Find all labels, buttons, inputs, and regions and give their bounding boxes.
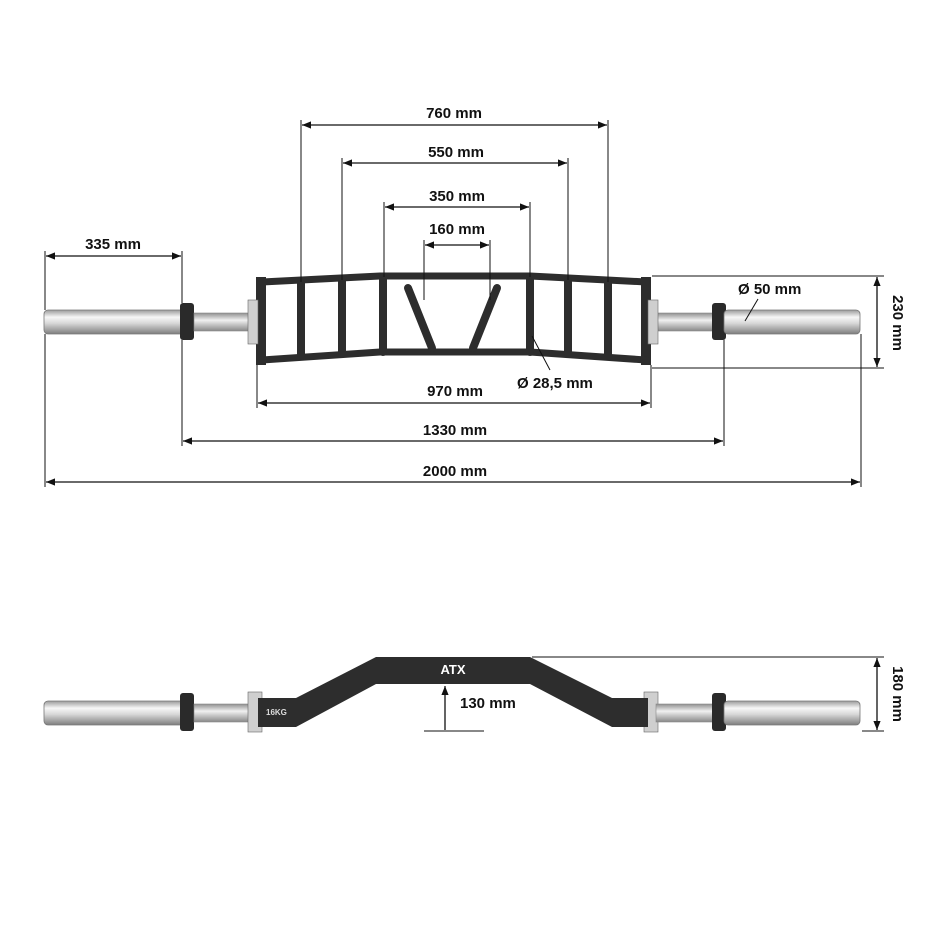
side-left-sleeve [43,691,263,733]
dim-970: 970 mm [256,365,652,408]
dim-1330-label: 1330 mm [423,422,487,439]
dim-350: 350 mm [383,188,531,277]
dim-dia-50-label: Ø 50 mm [738,281,801,298]
dim-335-label: 335 mm [85,236,141,253]
dim-130: 130 mm [424,686,516,732]
dim-760-label: 760 mm [426,105,482,122]
right-end-plate [641,277,659,365]
right-sleeve [649,303,861,340]
dim-180-label: 180 mm [889,666,906,722]
dim-2000: 2000 mm [44,334,862,487]
dim-180: 180 mm [532,656,906,732]
dim-2000-label: 2000 mm [423,463,487,480]
grip-handles [297,273,612,360]
dim-230: 230 mm [652,275,906,369]
dim-760: 760 mm [300,105,609,282]
dim-335: 335 mm [44,236,183,310]
dim-970-label: 970 mm [427,383,483,400]
dim-dia-50: Ø 50 mm [738,281,801,322]
dim-230-label: 230 mm [889,295,906,351]
left-sleeve [43,303,257,340]
dim-550: 550 mm [341,144,569,280]
dim-160: 160 mm [423,221,491,300]
dim-1330: 1330 mm [181,340,725,446]
dim-dia-28-5: Ø 28,5 mm [517,335,593,392]
left-end-plate [247,277,266,365]
dim-130-label: 130 mm [460,695,516,712]
side-right-sleeve [643,691,861,733]
atx-logo: ATX [440,662,465,677]
dim-160-label: 160 mm [429,221,485,238]
top-view: 760 mm 550 mm 350 mm 160 mm [43,105,906,487]
side-frame: ATX 16KG [258,657,648,727]
frame-rails [258,272,650,364]
dim-dia-28-5-label: Ø 28,5 mm [517,375,593,392]
dim-350-label: 350 mm [429,188,485,205]
dim-550-label: 550 mm [428,144,484,161]
side-view: ATX 16KG 130 mm 180 mm [43,656,906,733]
weight-label: 16KG [266,708,287,717]
